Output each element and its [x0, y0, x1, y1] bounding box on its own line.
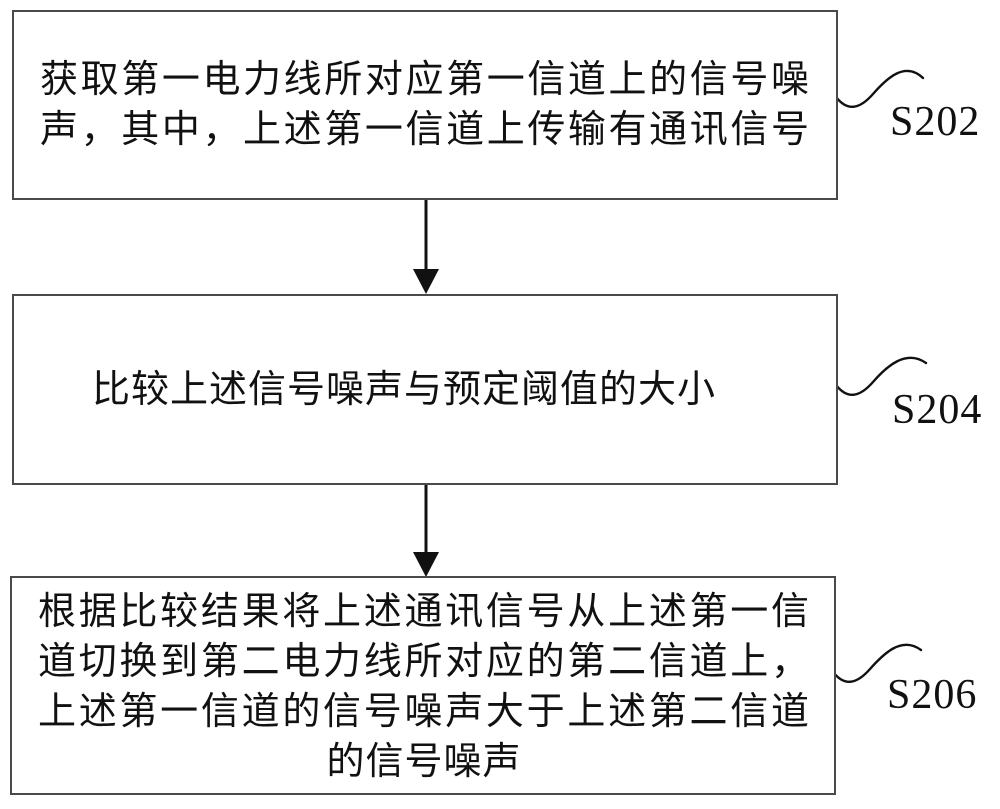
step-box-s202: 获取第一电力线所对应第一信道上的信号噪 声，其中，上述第一信道上传输有通讯信号: [12, 10, 838, 200]
step-box-s204: 比较上述信号噪声与预定阈值的大小: [12, 294, 838, 485]
step-box-s206: 根据比较结果将上述通讯信号从上述第一信 道切换到第二电力线所对应的第二信道上， …: [10, 576, 836, 795]
down-arrow-icon: [413, 200, 439, 294]
step-text-line: 比较上述信号噪声与预定阈值的大小: [91, 368, 716, 411]
step-text-line: 的信号噪声: [326, 740, 522, 783]
step-text-line: 上述第一信道的信号噪声大于上述第二信道: [38, 690, 810, 733]
step-label-s204: S204: [892, 387, 983, 433]
step-text-line: 根据比较结果将上述通讯信号从上述第一信: [38, 590, 810, 633]
step-label-s206: S206: [887, 672, 978, 718]
step-text-line: 获取第一电力线所对应第一信道上的信号噪: [40, 59, 810, 101]
down-arrow-icon: [413, 485, 439, 577]
step-text-line: 声，其中，上述第一信道上传输有通讯信号: [40, 109, 810, 151]
step-label-s202: S202: [890, 99, 981, 145]
step-text-line: 道切换到第二电力线所对应的第二信道上，: [38, 640, 810, 683]
